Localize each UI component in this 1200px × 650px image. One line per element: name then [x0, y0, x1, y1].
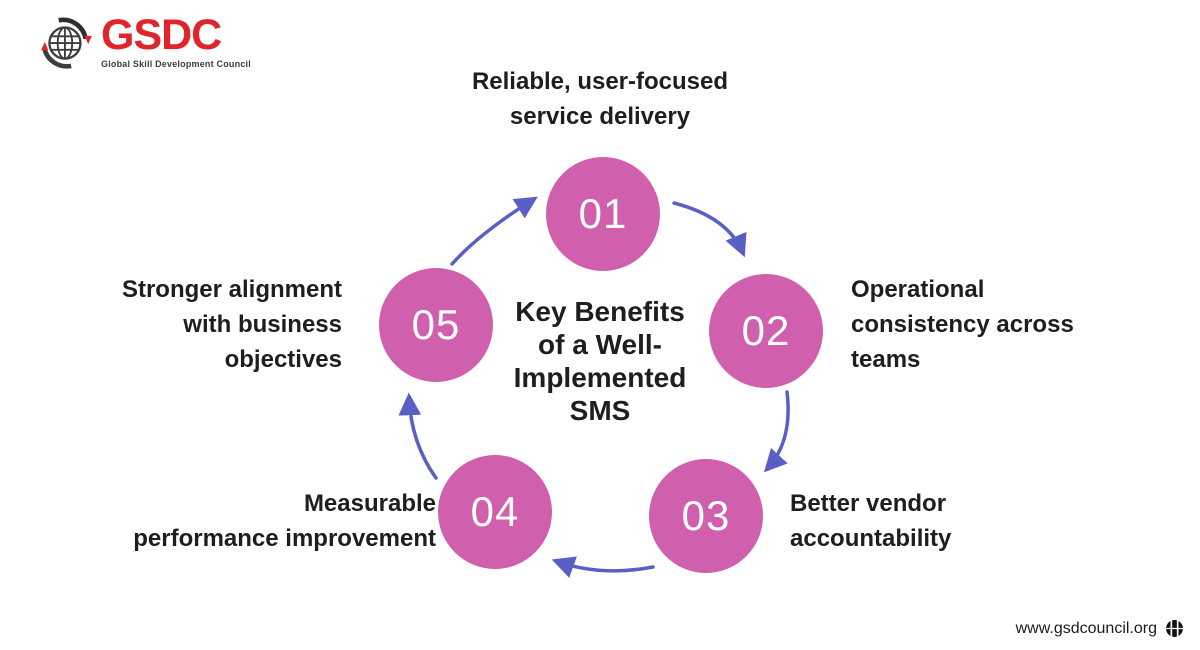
gsdc-globe-icon — [41, 17, 92, 69]
footer: www.gsdcouncil.org — [1016, 619, 1184, 638]
step-number-02: 02 — [741, 307, 791, 354]
title-line: Key Benefits — [515, 296, 685, 327]
step-number-01: 01 — [578, 190, 628, 237]
arrow-01-to-02 — [672, 201, 747, 258]
step-number-04: 04 — [470, 488, 520, 535]
step-label-01: Reliable, user-focused service delivery — [471, 68, 729, 130]
diagram-title: Key Benefits of a Well- Implemented SMS — [468, 295, 732, 427]
logo-tagline: Global Skill Development Council — [101, 58, 251, 69]
step-number-05: 05 — [411, 301, 461, 348]
step-label-03: Better vendor accountability — [790, 490, 952, 552]
step-label-05: Stronger alignment with business objecti… — [121, 276, 342, 373]
title-line: SMS — [569, 395, 631, 426]
arrow-03-to-04 — [551, 556, 655, 578]
gsdc-logo: GSDC Global Skill Development Council — [38, 12, 251, 70]
step-label-04: Measurable performance improvement — [133, 490, 436, 552]
globe-icon — [1166, 620, 1183, 637]
title-line: of a Well- — [538, 329, 662, 360]
step-circle-03: 03 — [649, 459, 763, 573]
footer-website: www.gsdcouncil.org — [1015, 619, 1157, 637]
title-line: Implemented — [513, 362, 687, 393]
step-circle-01: 01 — [546, 157, 660, 271]
step-circle-05: 05 — [379, 268, 493, 382]
step-circle-04: 04 — [438, 455, 552, 569]
step-number-03: 03 — [681, 492, 731, 539]
arrow-05-to-01 — [450, 196, 538, 266]
logo-brand: GSDC — [101, 10, 222, 59]
arrow-04-to-05 — [398, 392, 438, 480]
step-circle-02: 02 — [709, 274, 823, 388]
step-label-02: Operational consistency across teams — [851, 276, 1074, 373]
arrow-02-to-03 — [763, 390, 790, 473]
